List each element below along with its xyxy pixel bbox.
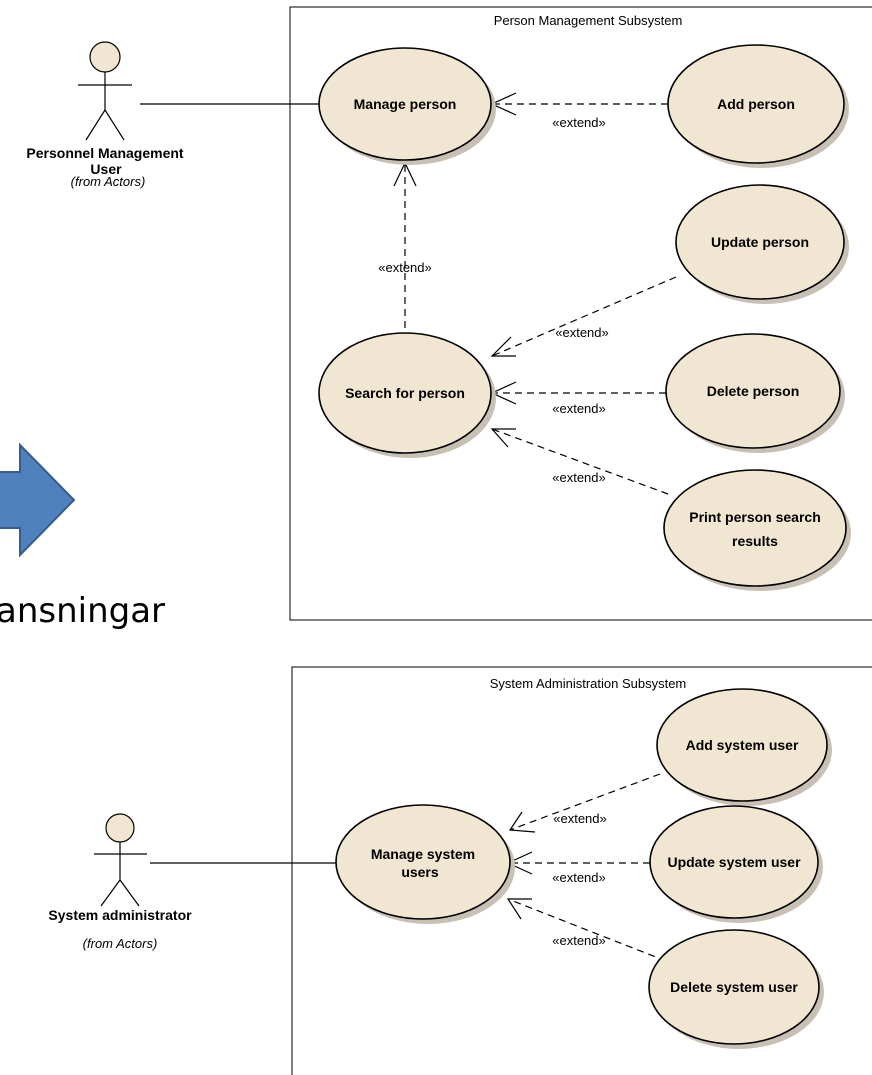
- use-case-delete-system-user[interactable]: Delete system user: [648, 929, 824, 1049]
- use-case-label: Add system user: [686, 737, 799, 753]
- extend-dependency: [509, 773, 661, 831]
- system-admin-name: System administrator: [48, 907, 192, 923]
- use-case-label: Update system user: [667, 854, 801, 870]
- use-case-manage-person[interactable]: Manage person: [318, 47, 496, 165]
- use-case-label: Add person: [717, 96, 795, 112]
- extend-label: «extend»: [378, 260, 432, 275]
- use-case-label: Search for person: [345, 385, 465, 401]
- personnel-user-actor[interactable]: [78, 41, 132, 141]
- use-case-label-line2: users: [401, 864, 439, 880]
- background-slide-text: ansningar: [0, 591, 165, 631]
- system-admin-actor[interactable]: [94, 813, 147, 907]
- actor-head-icon: [89, 41, 121, 73]
- extend-dependency: [491, 428, 669, 495]
- use-case-print-results[interactable]: Print person search results: [663, 469, 851, 591]
- extend-dependency: [491, 276, 677, 357]
- actor-head-icon: [105, 813, 135, 843]
- use-case-label: Delete system user: [670, 979, 798, 995]
- use-case-label: Delete person: [707, 383, 800, 399]
- use-case-delete-person[interactable]: Delete person: [665, 333, 845, 453]
- system-administration-title: System Administration Subsystem: [490, 676, 687, 691]
- extend-label: «extend»: [552, 870, 606, 885]
- extend-dependency: [507, 898, 667, 962]
- use-case-label: Manage person: [354, 96, 457, 112]
- use-case-search-person[interactable]: Search for person: [318, 332, 496, 458]
- extend-label: «extend»: [555, 325, 609, 340]
- use-case-add-system-user[interactable]: Add system user: [656, 688, 832, 806]
- extend-label: «extend»: [553, 811, 607, 826]
- personnel-user-name-line1: Personnel Management: [26, 145, 183, 161]
- extend-label: «extend»: [552, 115, 606, 130]
- use-case-label: Update person: [711, 234, 809, 250]
- use-case-update-person[interactable]: Update person: [675, 184, 849, 304]
- use-case-add-person[interactable]: Add person: [667, 44, 849, 168]
- personnel-user-from: (from Actors): [71, 174, 146, 189]
- extend-label: «extend»: [552, 401, 606, 416]
- use-case-label-line1: Manage system: [371, 846, 475, 862]
- system-admin-from: (from Actors): [83, 936, 158, 951]
- extend-label: «extend»: [552, 470, 606, 485]
- use-case-label-line2: results: [732, 533, 778, 549]
- person-management-title: Person Management Subsystem: [494, 13, 683, 28]
- use-case-label-line1: Print person search: [689, 509, 821, 525]
- slide-arrow-shape: [0, 442, 76, 558]
- personnel-user-name-line2: User: [90, 161, 122, 177]
- extend-label: «extend»: [552, 933, 606, 948]
- use-case-update-system-user[interactable]: Update system user: [649, 805, 823, 923]
- use-case-manage-system-users[interactable]: Manage system users: [335, 804, 515, 924]
